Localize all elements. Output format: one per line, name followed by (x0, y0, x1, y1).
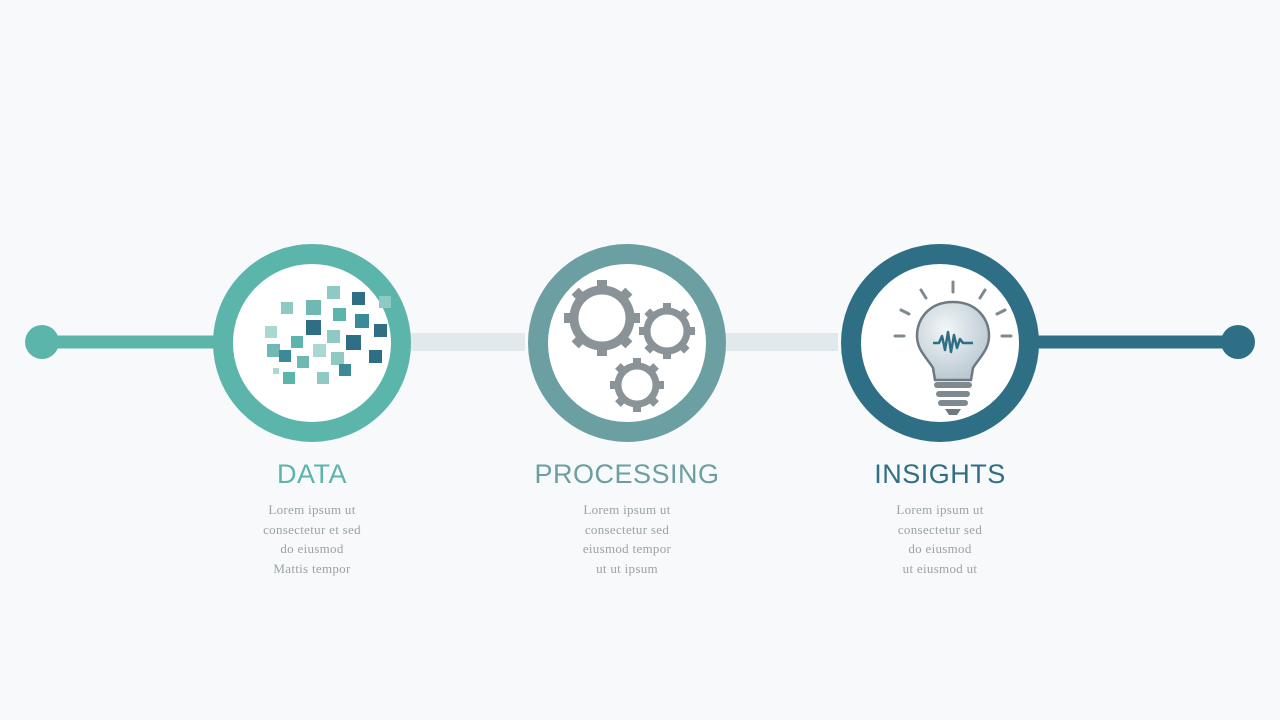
step-processing-ring (524, 240, 730, 446)
description-line: eiusmod tempor (582, 541, 672, 556)
gear-right (639, 303, 695, 359)
description-line: ut eiusmod ut (902, 560, 978, 576)
step-data-ring (209, 240, 415, 446)
step-data: DATA Lorem ipsum ut consectetur et sed d… (192, 240, 432, 578)
gear-large (564, 280, 640, 356)
gear-bottom (610, 358, 664, 412)
description-line: do eiusmod (908, 541, 972, 556)
step-title-insights: INSIGHTS (874, 459, 1006, 489)
description-line: consectetur et sed (263, 521, 361, 537)
step-title-data: DATA (276, 459, 347, 489)
description-line: Lorem ipsum ut (268, 502, 356, 517)
data-squares-icon (265, 286, 391, 384)
step-description-data: Lorem ipsum ut consectetur et sed do eiu… (192, 500, 432, 578)
description-line: consectetur sed (584, 521, 670, 537)
description-line: Lorem ipsum ut (583, 502, 671, 517)
step-processing: PROCESSING Lorem ipsum ut consectetur se… (507, 240, 747, 578)
description-line: consectetur sed (897, 521, 983, 537)
lightbulb-icon (893, 280, 1013, 415)
description-line: Lorem ipsum ut (896, 502, 984, 517)
step-insights: INSIGHTS Lorem ipsum ut consectetur sed … (820, 240, 1060, 578)
description-line: do eiusmod (280, 541, 344, 556)
timeline-end-dot (1221, 325, 1255, 359)
step-title-processing: PROCESSING (534, 459, 720, 489)
step-description-processing: Lorem ipsum ut consectetur sed eiusmod t… (507, 500, 747, 578)
description-line: ut ut ipsum (596, 560, 658, 576)
description-line: Mattis tempor (273, 560, 351, 576)
step-insights-ring (837, 240, 1043, 446)
step-description-insights: Lorem ipsum ut consectetur sed do eiusmo… (820, 500, 1060, 578)
timeline-start-dot (25, 325, 59, 359)
gears-icon (564, 280, 695, 412)
